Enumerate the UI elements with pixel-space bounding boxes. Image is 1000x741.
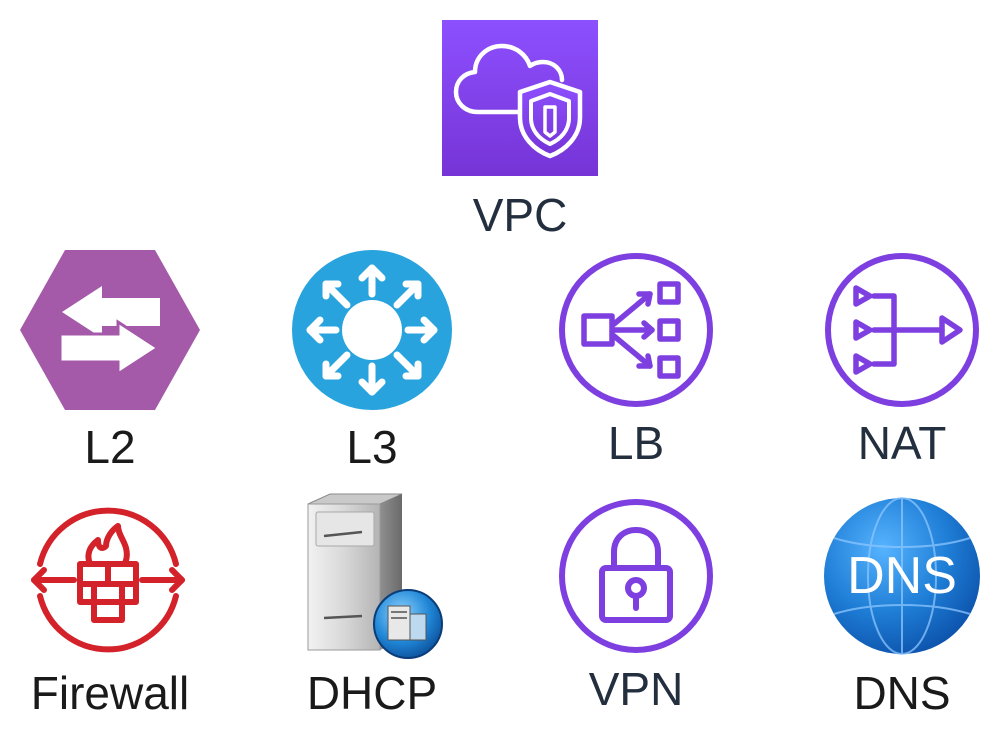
dns-globe-icon: DNS xyxy=(824,497,980,655)
vpn-label: VPN xyxy=(588,663,684,715)
l2-label: L2 xyxy=(84,421,136,473)
l2-switch-icon xyxy=(20,250,200,410)
l3-router-icon xyxy=(292,250,452,410)
load-balancer-icon xyxy=(559,253,713,407)
dns-badge-text: DNS xyxy=(847,547,957,605)
nat-gateway-icon xyxy=(825,253,979,407)
lb-label: LB xyxy=(607,417,665,469)
vpn-lock-icon xyxy=(559,499,713,653)
l3-label: L3 xyxy=(346,421,398,473)
firewall-label: Firewall xyxy=(30,667,190,719)
nat-label: NAT xyxy=(857,417,947,469)
dns-label: DNS xyxy=(853,667,951,719)
vpc-icon xyxy=(442,20,598,176)
vpc-label: VPC xyxy=(472,189,568,241)
dhcp-label: DHCP xyxy=(306,667,438,719)
dhcp-server-icon xyxy=(307,493,443,659)
firewall-icon xyxy=(31,507,185,653)
